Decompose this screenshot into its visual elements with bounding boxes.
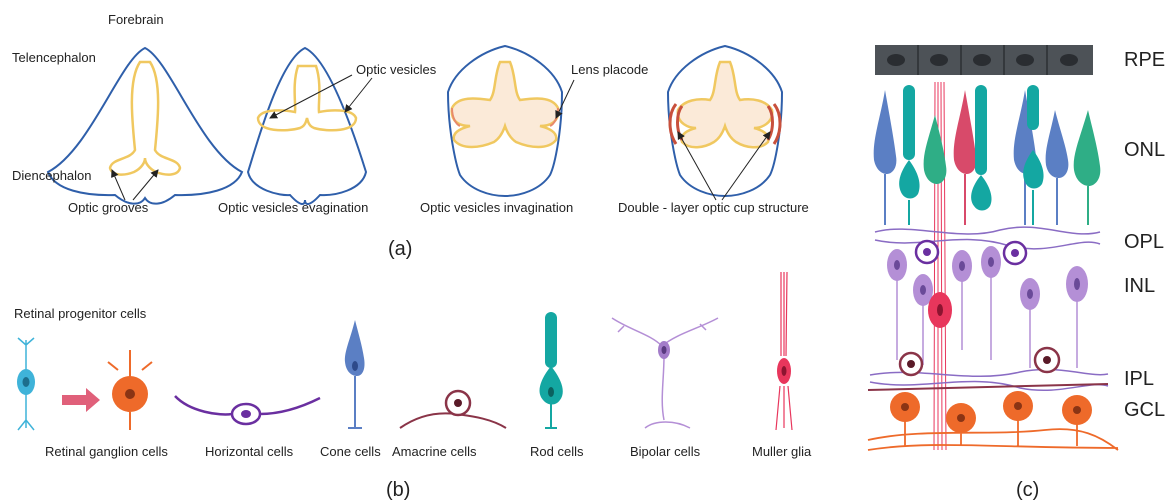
caption-c: (c) bbox=[1016, 479, 1039, 501]
pointer-optic-groove-right bbox=[133, 170, 158, 200]
brain-stage-evagination bbox=[248, 48, 366, 204]
differentiation-arrow bbox=[62, 388, 100, 412]
caption-a: (a) bbox=[388, 238, 412, 260]
layer-label-rpe: RPE bbox=[1124, 49, 1165, 71]
pointer-optic-vesicle-right bbox=[345, 78, 372, 112]
layer-label-inl: INL bbox=[1124, 275, 1155, 297]
horizontal-cell bbox=[175, 396, 320, 424]
label-optic-grooves: Optic grooves bbox=[68, 200, 149, 215]
rod-cell bbox=[540, 312, 563, 428]
label-muller: Muller glia bbox=[752, 444, 812, 459]
label-rod: Rod cells bbox=[530, 444, 584, 459]
onl-photoreceptors bbox=[874, 85, 1101, 225]
label-invagination: Optic vesicles invagination bbox=[420, 200, 573, 215]
label-optic-cup: Double - layer optic cup structure bbox=[618, 200, 809, 215]
label-cone: Cone cells bbox=[320, 444, 381, 459]
ganglion-cell bbox=[108, 350, 152, 430]
label-forebrain: Forebrain bbox=[108, 12, 164, 27]
label-amacrine: Amacrine cells bbox=[392, 444, 477, 459]
layer-label-ipl: IPL bbox=[1124, 368, 1154, 390]
ipl-synapses bbox=[868, 348, 1108, 390]
label-diencephalon: Diencephalon bbox=[12, 168, 92, 183]
label-lens-placode: Lens placode bbox=[571, 62, 648, 77]
label-evagination: Optic vesicles evagination bbox=[218, 200, 368, 215]
inl-bipolars bbox=[887, 246, 1088, 368]
label-bipolar: Bipolar cells bbox=[630, 444, 701, 459]
rpe-layer bbox=[875, 45, 1093, 75]
layer-label-onl: ONL bbox=[1124, 139, 1165, 161]
label-optic-vesicles: Optic vesicles bbox=[356, 62, 437, 77]
brain-stage-optic-cup bbox=[668, 46, 782, 196]
panel-b: Retinal progenitor cells Retinal ganglio… bbox=[14, 272, 812, 501]
layer-label-gcl: GCL bbox=[1124, 399, 1165, 421]
panel-c: RPE ONL OPL INL IPL GCL (c) bbox=[868, 45, 1165, 501]
layer-label-opl: OPL bbox=[1124, 231, 1164, 253]
caption-b: (b) bbox=[386, 479, 410, 501]
label-ganglion: Retinal ganglion cells bbox=[45, 444, 168, 459]
label-progenitor-title: Retinal progenitor cells bbox=[14, 306, 147, 321]
bipolar-cell bbox=[612, 318, 718, 428]
label-horizontal: Horizontal cells bbox=[205, 444, 294, 459]
label-telencephalon: Telencephalon bbox=[12, 50, 96, 65]
brain-stage-invagination bbox=[448, 46, 562, 196]
muller-glia-cell bbox=[776, 272, 792, 430]
gcl-ganglions bbox=[868, 391, 1118, 450]
progenitor-cell bbox=[17, 338, 35, 430]
panel-a: Forebrain Telencephalon Diencephalon Opt… bbox=[12, 12, 809, 260]
cone-cell bbox=[345, 320, 365, 428]
amacrine-cell bbox=[400, 391, 506, 428]
